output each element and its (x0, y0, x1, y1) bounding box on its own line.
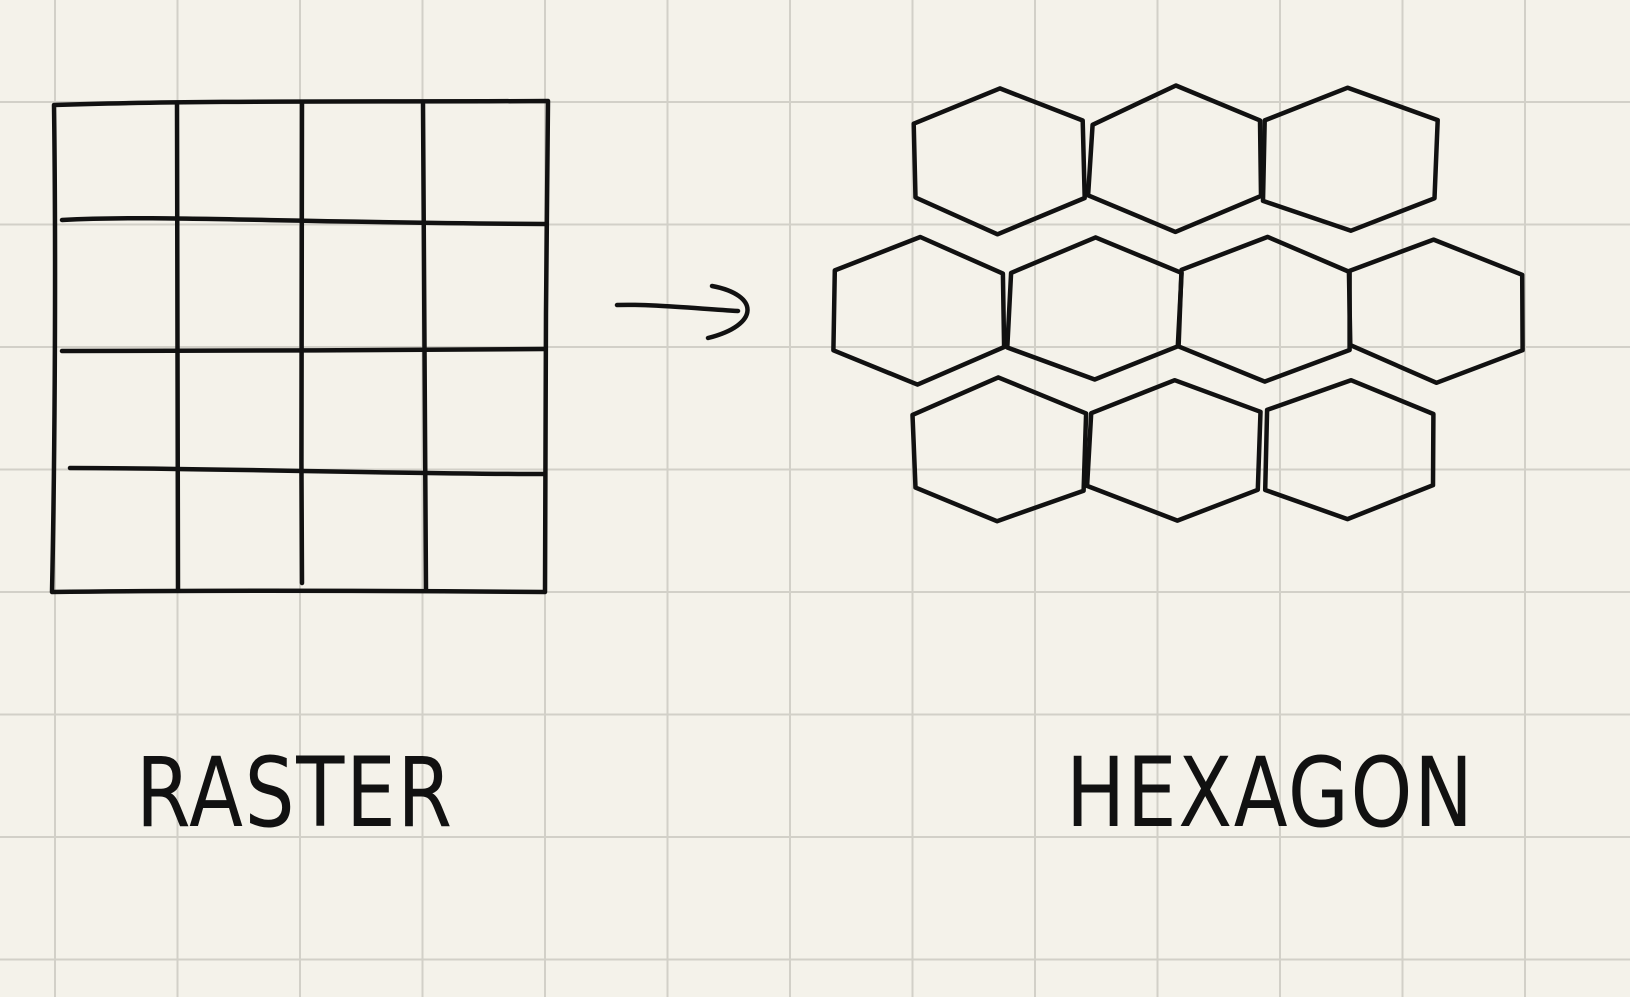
hexagon-cell (1084, 377, 1263, 523)
hexagon-cell (1085, 83, 1264, 235)
raster-vertical-line (299, 99, 305, 586)
raster-grid (49, 98, 551, 595)
hexagon-cell (910, 375, 1089, 524)
hexagon-cell (831, 234, 1007, 387)
hexagon-cell (1005, 235, 1184, 382)
raster-horizontal-line (59, 215, 548, 227)
hexagon-cell (1176, 234, 1352, 384)
raster-vertical-line (420, 101, 429, 593)
hexagon-cell (1346, 237, 1525, 386)
hexagon-label: HEXAGON (1066, 737, 1475, 849)
hexagon-cell (1262, 377, 1436, 522)
raster-horizontal-line (59, 346, 548, 354)
hexagon-cell (911, 86, 1087, 237)
raster-horizontal-line (67, 465, 548, 477)
raster-label: RASTER (136, 737, 454, 849)
hexagon-cell (1260, 85, 1440, 233)
raster-vertical-line (174, 100, 181, 593)
hexagon-grid (831, 83, 1525, 524)
arrow-icon (614, 283, 750, 341)
